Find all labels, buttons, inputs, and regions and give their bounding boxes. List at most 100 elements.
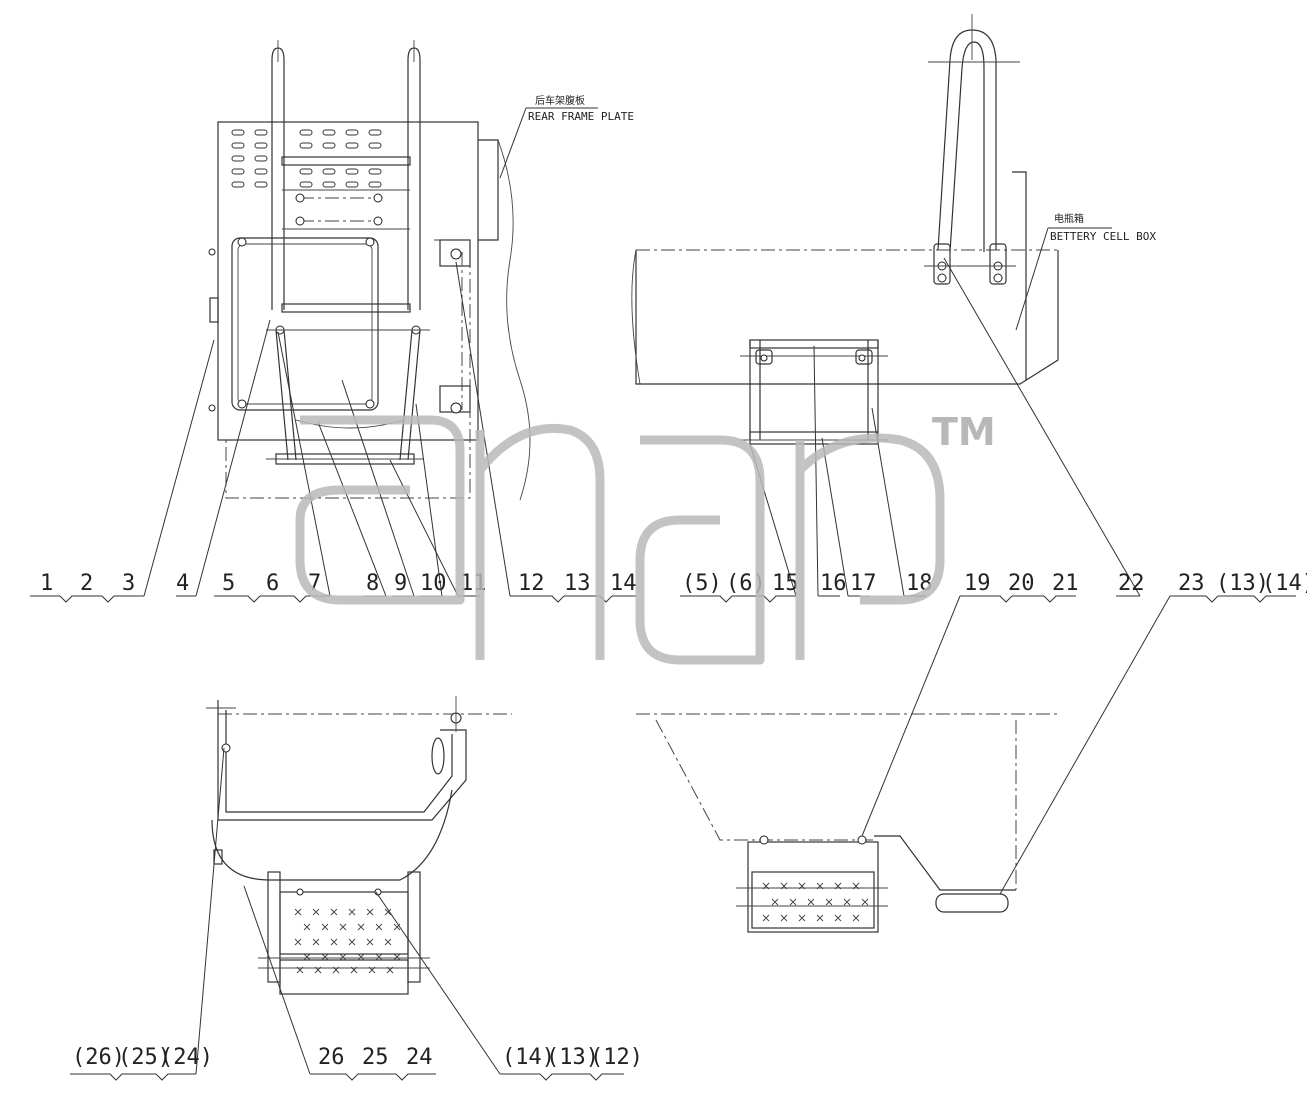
section-view-left xyxy=(206,696,512,995)
grate-hole xyxy=(330,938,338,946)
grate-hole xyxy=(321,953,329,961)
grate-hole xyxy=(780,882,788,890)
grate-hole xyxy=(375,923,383,931)
grate-hole xyxy=(384,938,392,946)
callout-top-14-2: (14) xyxy=(1262,571,1307,596)
battery-en: BETTERY CELL BOX xyxy=(1050,230,1156,243)
callout-top-9-0: 16 xyxy=(820,571,847,596)
grate-hole xyxy=(348,938,356,946)
rear-frame-en: REAR FRAME PLATE xyxy=(528,110,634,123)
frame-plate xyxy=(217,121,479,441)
grate-hole xyxy=(339,953,347,961)
callout-top-2-0: 5 xyxy=(222,571,235,596)
grate-hole xyxy=(762,914,770,922)
grate-hole xyxy=(384,908,392,916)
callout-leaders-bottom xyxy=(70,595,1171,1081)
grate-hole xyxy=(393,923,401,931)
vent-slots xyxy=(231,129,382,188)
callout-top-12-0: 19 xyxy=(964,571,991,596)
grate-hole xyxy=(834,882,842,890)
grate-hole xyxy=(296,966,304,974)
callout-top-5-0: 10 xyxy=(420,571,447,596)
callout-bottom-2-2: (12) xyxy=(590,1045,643,1070)
grate-hole xyxy=(294,908,302,916)
grate-hole xyxy=(816,914,824,922)
grate-holes xyxy=(294,908,401,974)
grate-holes xyxy=(762,882,869,922)
battery-cn: 电瓶箱 xyxy=(1054,212,1084,225)
callout-top-0-1: 2 xyxy=(80,571,93,596)
grate-hole xyxy=(386,966,394,974)
grate-hole xyxy=(825,898,833,906)
callout-bottom-1-1: 25 xyxy=(362,1045,389,1070)
grate-hole xyxy=(321,923,329,931)
callout-top-4-0: 9 xyxy=(394,571,407,596)
grate-hole xyxy=(789,898,797,906)
callout-leaders-top xyxy=(30,257,1296,603)
callout-top-7-2: 14 xyxy=(610,571,637,596)
watermark-tm: TM xyxy=(932,410,996,454)
callout-bottom-1-0: 26 xyxy=(318,1045,345,1070)
grate-hole xyxy=(843,898,851,906)
handrails xyxy=(271,40,421,310)
callout-top-0-2: 3 xyxy=(122,571,135,596)
callout-bottom-0-0: (26) xyxy=(72,1045,125,1070)
grate-hole xyxy=(861,898,869,906)
grate-hole xyxy=(350,966,358,974)
grate-hole xyxy=(762,882,770,890)
callout-top-2-1: 6 xyxy=(266,571,279,596)
grate-hole xyxy=(294,938,302,946)
grate-hole xyxy=(798,882,806,890)
callout-bottom-0-2: (24) xyxy=(160,1045,213,1070)
grate-hole xyxy=(366,908,374,916)
grate-hole xyxy=(357,923,365,931)
grate-hole xyxy=(780,914,788,922)
callout-top-8-0: (5) xyxy=(682,571,722,596)
callout-bottom-0-1: (25) xyxy=(118,1045,171,1070)
grate-hole xyxy=(366,938,374,946)
grate-hole xyxy=(807,898,815,906)
grate-hole xyxy=(348,908,356,916)
grate-hole xyxy=(834,914,842,922)
callout-top-0-0: 1 xyxy=(40,571,53,596)
rear-frame-cn: 后车架腹板 xyxy=(535,94,585,107)
callout-top-14-1: (13) xyxy=(1216,571,1269,596)
callout-top-12-2: 21 xyxy=(1052,571,1079,596)
grate-hole xyxy=(312,908,320,916)
grate-hole xyxy=(303,953,311,961)
callout-bottom-2-0: (14) xyxy=(502,1045,555,1070)
grate-hole xyxy=(852,914,860,922)
callout-top-8-2: 15 xyxy=(772,571,799,596)
callout-top-12-1: 20 xyxy=(1008,571,1035,596)
grate-hole xyxy=(332,966,340,974)
grate-hole xyxy=(303,923,311,931)
grate-hole xyxy=(375,953,383,961)
callout-top-3-0: 8 xyxy=(366,571,379,596)
callout-bottom-2-1: (13) xyxy=(546,1045,599,1070)
callout-top-1-0: 4 xyxy=(176,571,189,596)
callout-top-14-0: 23 xyxy=(1178,571,1205,596)
grate-hole xyxy=(368,966,376,974)
grate-hole xyxy=(852,882,860,890)
callout-top-13-0: 22 xyxy=(1118,571,1145,596)
annotation-battery-box: 电瓶箱 BETTERY CELL BOX xyxy=(1015,212,1156,331)
anap-watermark: TM xyxy=(295,410,996,665)
callout-top-7-1: 13 xyxy=(564,571,591,596)
grate-hole xyxy=(339,923,347,931)
grate-hole xyxy=(312,938,320,946)
callout-top-7-0: 12 xyxy=(518,571,545,596)
side-view xyxy=(631,14,1059,445)
callout-labels-bottom: (26)(25)(24) 26 25 24 (14)(13)(12) xyxy=(72,1045,643,1070)
grate-hole xyxy=(330,908,338,916)
grate-hole xyxy=(314,966,322,974)
annotation-rear-frame: 后车架腹板 REAR FRAME PLATE xyxy=(499,94,634,179)
callout-bottom-1-2: 24 xyxy=(406,1045,433,1070)
section-view-right xyxy=(636,713,1058,933)
grate-hole xyxy=(393,953,401,961)
callout-top-10-0: 17 xyxy=(850,571,877,596)
grate-hole xyxy=(771,898,779,906)
grate-hole xyxy=(357,953,365,961)
grate-hole xyxy=(816,882,824,890)
